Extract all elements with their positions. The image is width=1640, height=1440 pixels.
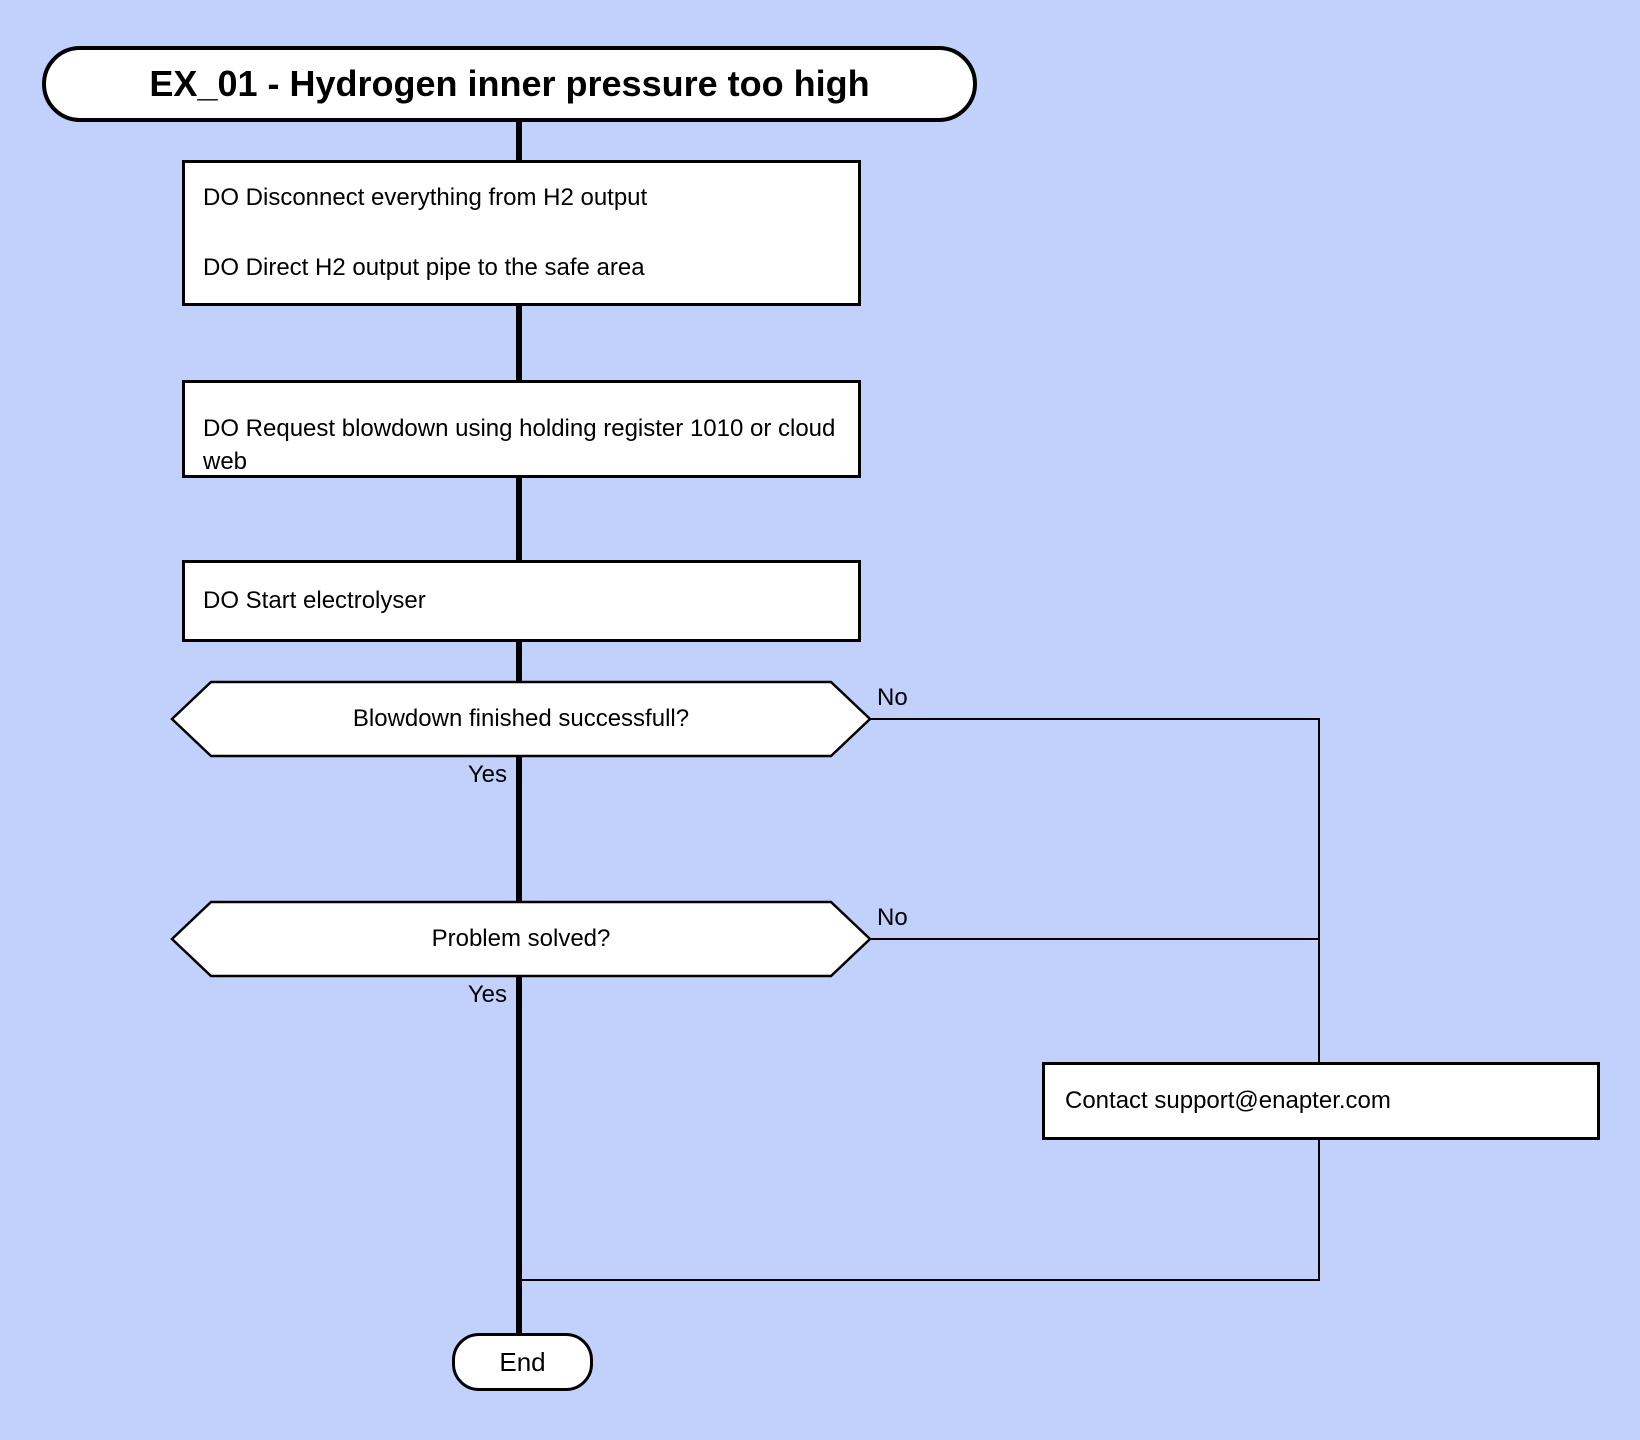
process-box-contact-support: Contact support@enapter.com bbox=[1042, 1062, 1600, 1140]
process-box-disconnect: DO Disconnect everything from H2 output … bbox=[182, 160, 861, 306]
diagram-title: EX_01 - Hydrogen inner pressure too high bbox=[149, 63, 870, 104]
decision-question: Problem solved? bbox=[431, 925, 611, 952]
hexagon-outline bbox=[170, 680, 872, 758]
process-text-line: DO Disconnect everything from H2 output bbox=[203, 184, 648, 211]
no-branch-rail bbox=[1318, 718, 1320, 1281]
branch-label-no: No bbox=[877, 904, 908, 931]
process-text: DO Request blowdown using holding regist… bbox=[203, 415, 836, 475]
no-branch-line-2 bbox=[870, 938, 1320, 940]
end-node: End bbox=[452, 1333, 593, 1391]
branch-label-yes: Yes bbox=[467, 761, 507, 788]
hexagon-shape bbox=[170, 900, 872, 978]
process-text: DO Start electrolyser bbox=[203, 587, 426, 614]
process-text-line: DO Direct H2 output pipe to the safe are… bbox=[203, 254, 645, 281]
decision-question: Blowdown finished successfull? bbox=[352, 705, 690, 732]
process-box-start-electrolyser: DO Start electrolyser bbox=[182, 560, 861, 642]
end-label: End bbox=[499, 1347, 546, 1377]
process-box-blowdown-request: DO Request blowdown using holding regist… bbox=[182, 380, 861, 478]
branch-label-yes: Yes bbox=[467, 981, 507, 1008]
decision-problem-solved: Problem solved? bbox=[170, 900, 872, 978]
hexagon-shape bbox=[170, 680, 872, 758]
title-node: EX_01 - Hydrogen inner pressure too high bbox=[42, 46, 977, 122]
hexagon-outline bbox=[170, 900, 872, 978]
branch-label-no: No bbox=[877, 684, 908, 711]
return-line bbox=[519, 1279, 1320, 1281]
no-branch-line-1 bbox=[870, 718, 1320, 720]
decision-blowdown-finished: Blowdown finished successfull? bbox=[170, 680, 872, 758]
contact-text: Contact support@enapter.com bbox=[1065, 1087, 1391, 1114]
